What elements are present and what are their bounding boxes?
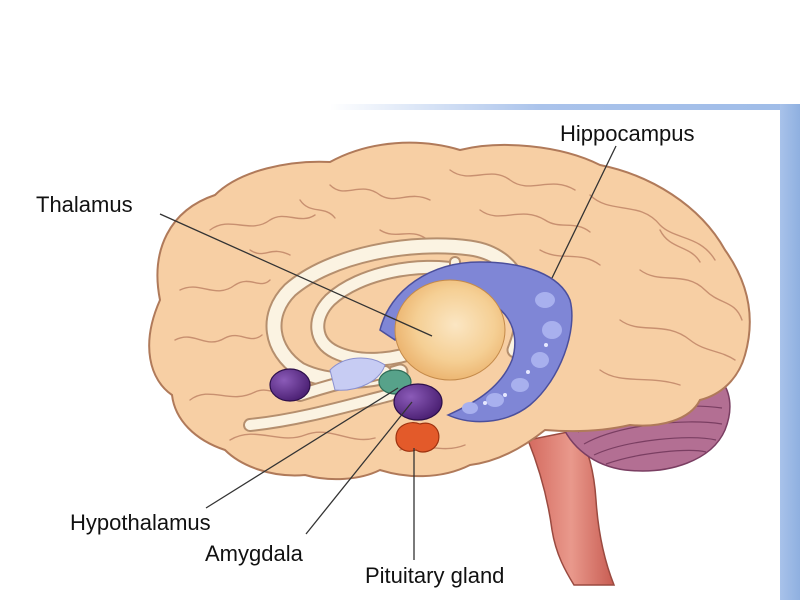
label-hypothalamus: Hypothalamus xyxy=(70,510,211,535)
pituitary-gland xyxy=(395,422,440,453)
amygdala xyxy=(393,383,443,421)
slide-accent-bar-top xyxy=(330,104,800,110)
brain-folds xyxy=(174,169,743,451)
label-amygdala: Amygdala xyxy=(205,541,304,566)
label-thalamus: Thalamus xyxy=(36,192,133,217)
thalamus xyxy=(394,279,506,381)
mammillary-body xyxy=(269,368,311,402)
septal-area xyxy=(329,357,386,391)
label-hippocampus: Hippocampus xyxy=(560,121,695,146)
label-pituitary-gland: Pituitary gland xyxy=(365,563,504,588)
slide-accent-bar-right xyxy=(780,104,800,600)
leader-lines xyxy=(159,145,617,560)
brainstem xyxy=(526,429,616,586)
